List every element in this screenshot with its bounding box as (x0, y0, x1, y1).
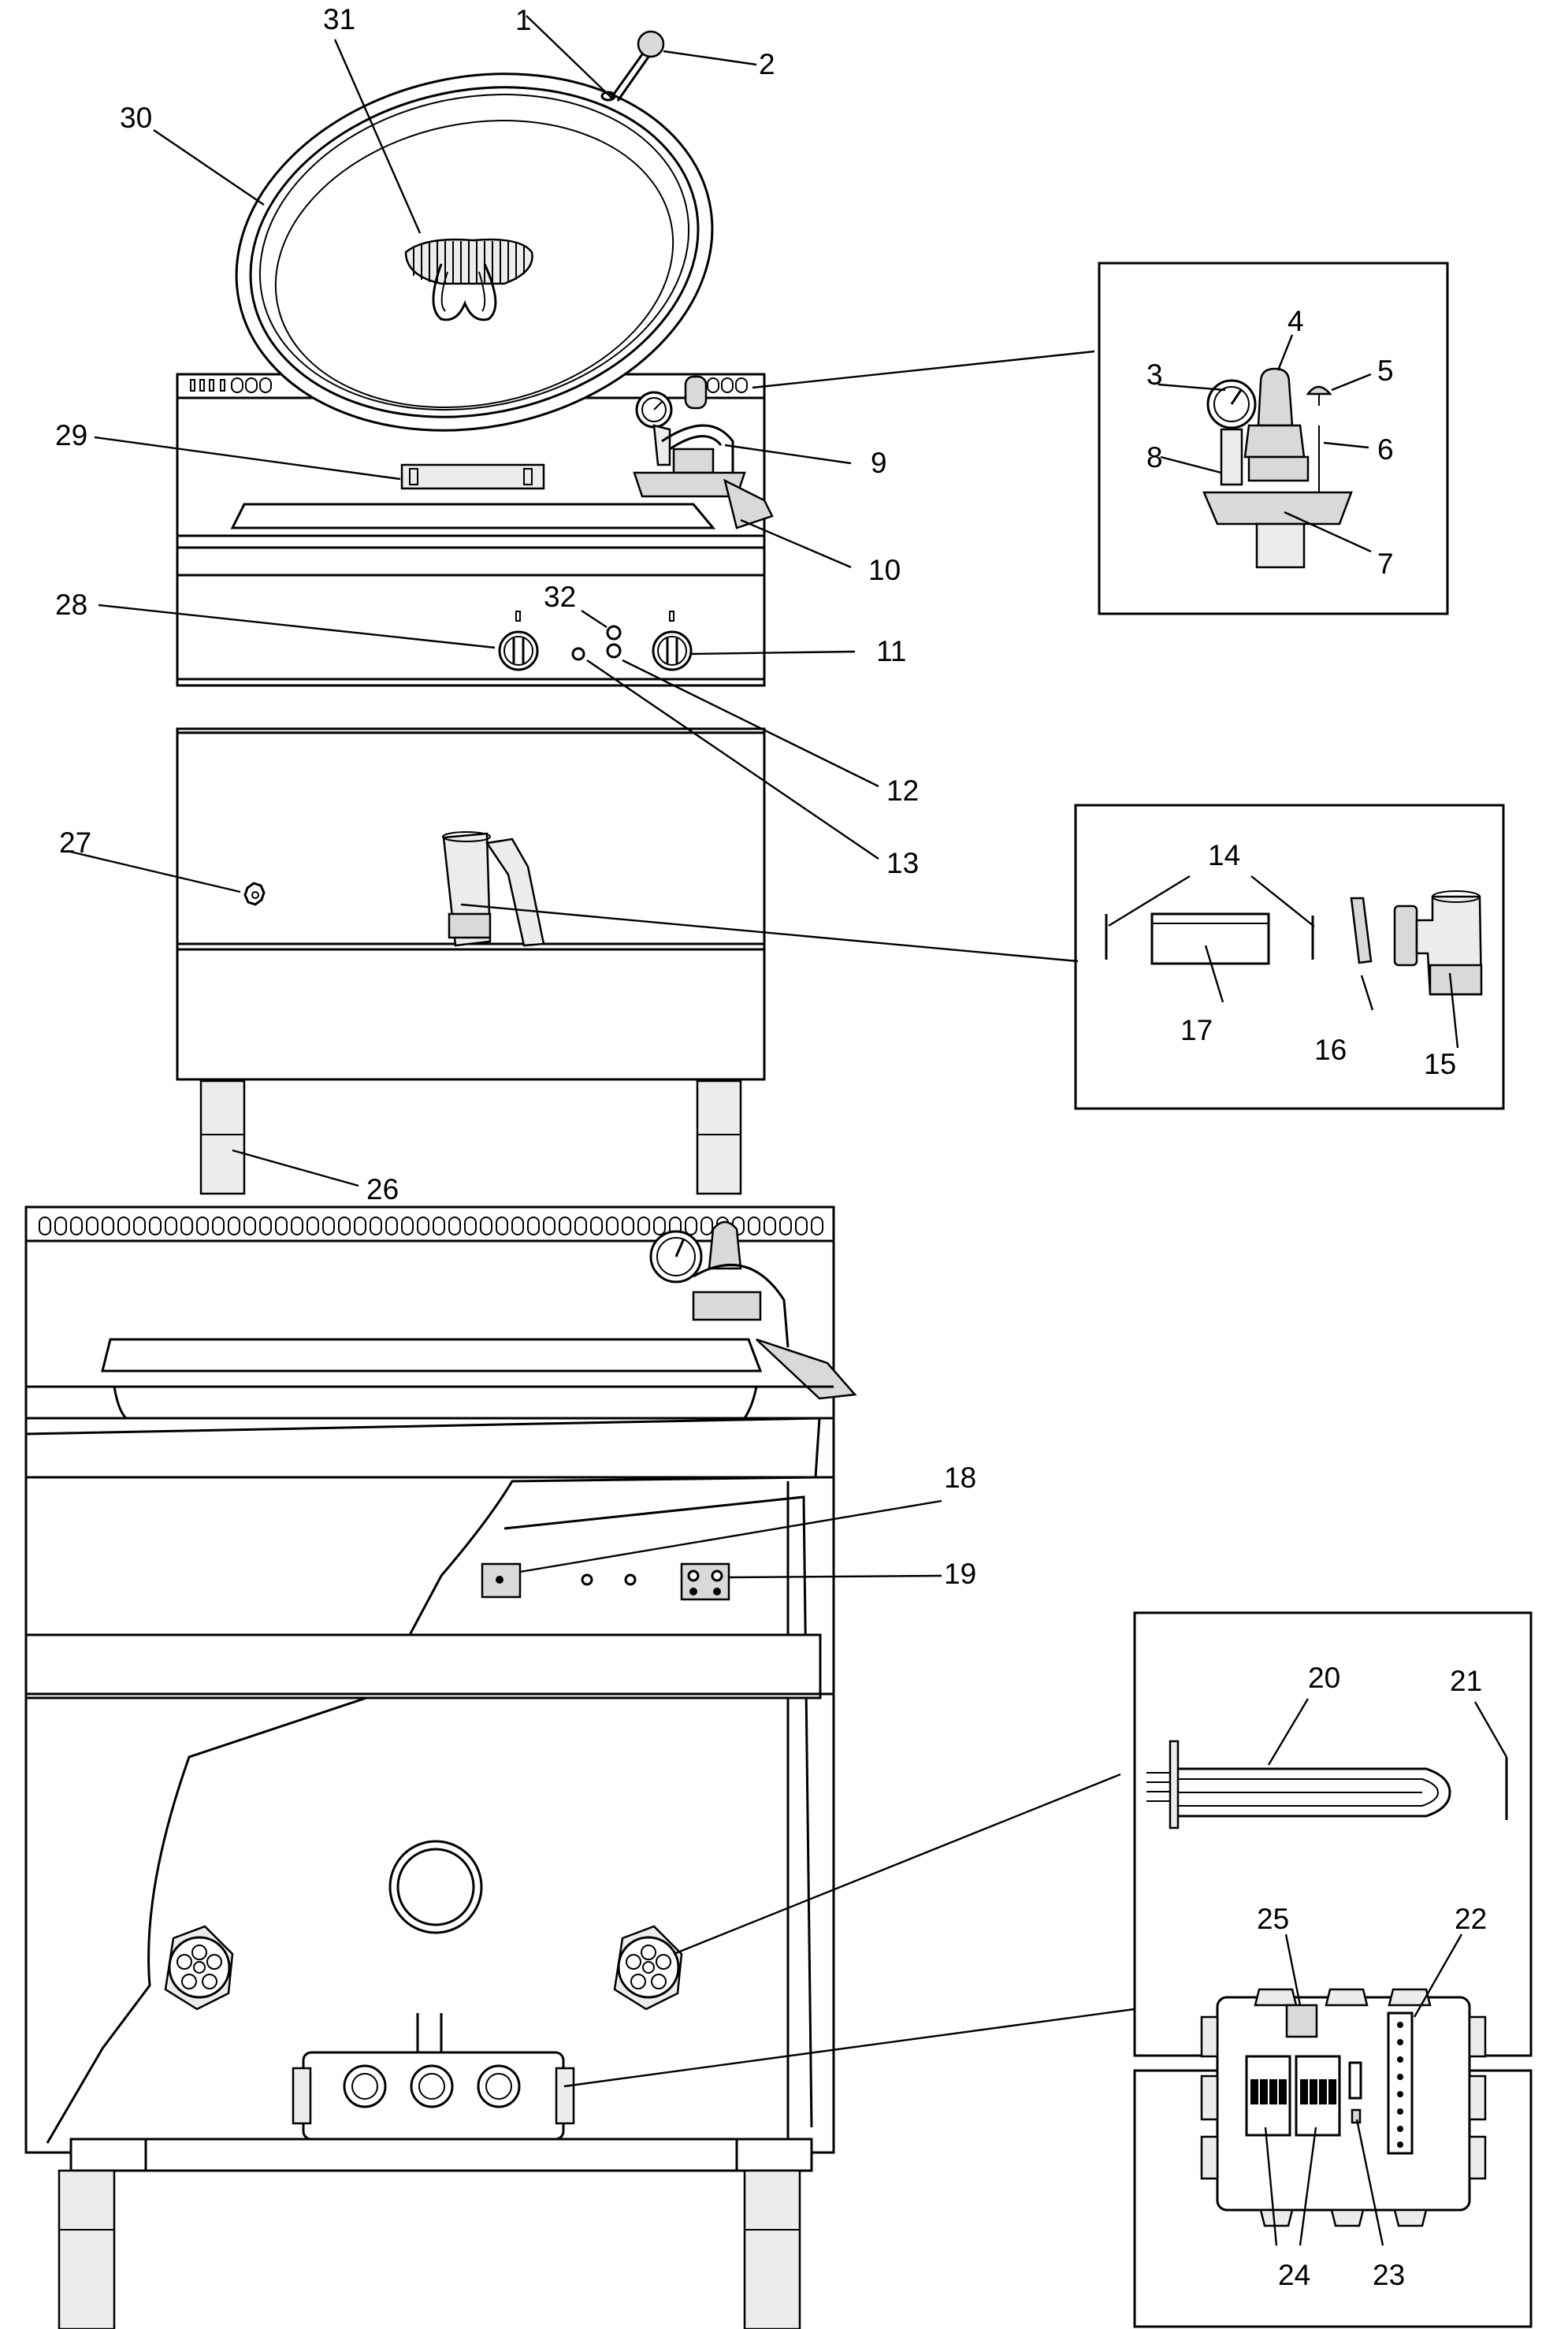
heater-element-inset (1133, 1611, 1533, 2057)
side-knob (243, 882, 266, 906)
callout-28: 28 (55, 589, 87, 621)
callout-labels: 1 2 3 4 5 6 7 8 9 10 11 12 13 14 15 16 1… (55, 3, 1487, 2291)
callout-22: 22 (1455, 1903, 1487, 1935)
callout-2: 2 (759, 48, 775, 80)
electrical-box-inset (1133, 1988, 1533, 2328)
callout-19: 19 (944, 1558, 976, 1590)
callout-7: 7 (1377, 548, 1394, 580)
callout-27: 27 (59, 826, 91, 859)
callout-3: 3 (1146, 358, 1163, 391)
heater-flange-right (613, 1925, 683, 2011)
callout-18: 18 (944, 1462, 976, 1494)
kettle-front-view (176, 30, 774, 1195)
callout-4: 4 (1287, 305, 1304, 337)
callout-29: 29 (55, 419, 87, 451)
callout-1: 1 (515, 4, 532, 36)
safety-valve-group (633, 375, 774, 529)
callout-11: 11 (876, 635, 906, 667)
callout-9: 9 (871, 447, 887, 479)
callout-31: 31 (323, 3, 355, 35)
drain-tap-inset (1074, 804, 1505, 1110)
callout-13: 13 (886, 847, 919, 879)
top-vent-row (39, 1217, 823, 1235)
callout-15: 15 (1424, 1048, 1456, 1080)
callout-10: 10 (868, 554, 901, 586)
callout-17: 17 (1180, 1014, 1213, 1046)
callout-8: 8 (1146, 441, 1163, 474)
callout-16: 16 (1314, 1034, 1347, 1066)
valve-assembly-inset (1098, 262, 1449, 615)
callout-26: 26 (366, 1173, 399, 1205)
callout-5: 5 (1377, 355, 1394, 387)
lid-lever (600, 30, 665, 102)
kettle-cutaway-view (24, 1205, 857, 2329)
drain-tap (442, 831, 545, 947)
callout-25: 25 (1257, 1903, 1289, 1935)
lid-handle (404, 238, 533, 321)
leader-lines (66, 15, 1508, 2246)
callout-21: 21 (1450, 1665, 1482, 1697)
callout-6: 6 (1377, 433, 1394, 466)
callout-32: 32 (544, 581, 576, 613)
callout-23: 23 (1373, 2259, 1405, 2291)
callout-14: 14 (1208, 839, 1240, 871)
callout-20: 20 (1308, 1662, 1340, 1694)
callout-30: 30 (120, 102, 152, 134)
callout-24: 24 (1278, 2259, 1310, 2291)
control-knobs (498, 611, 693, 671)
heater-flange-left (164, 1925, 234, 2011)
callout-12: 12 (886, 774, 919, 807)
